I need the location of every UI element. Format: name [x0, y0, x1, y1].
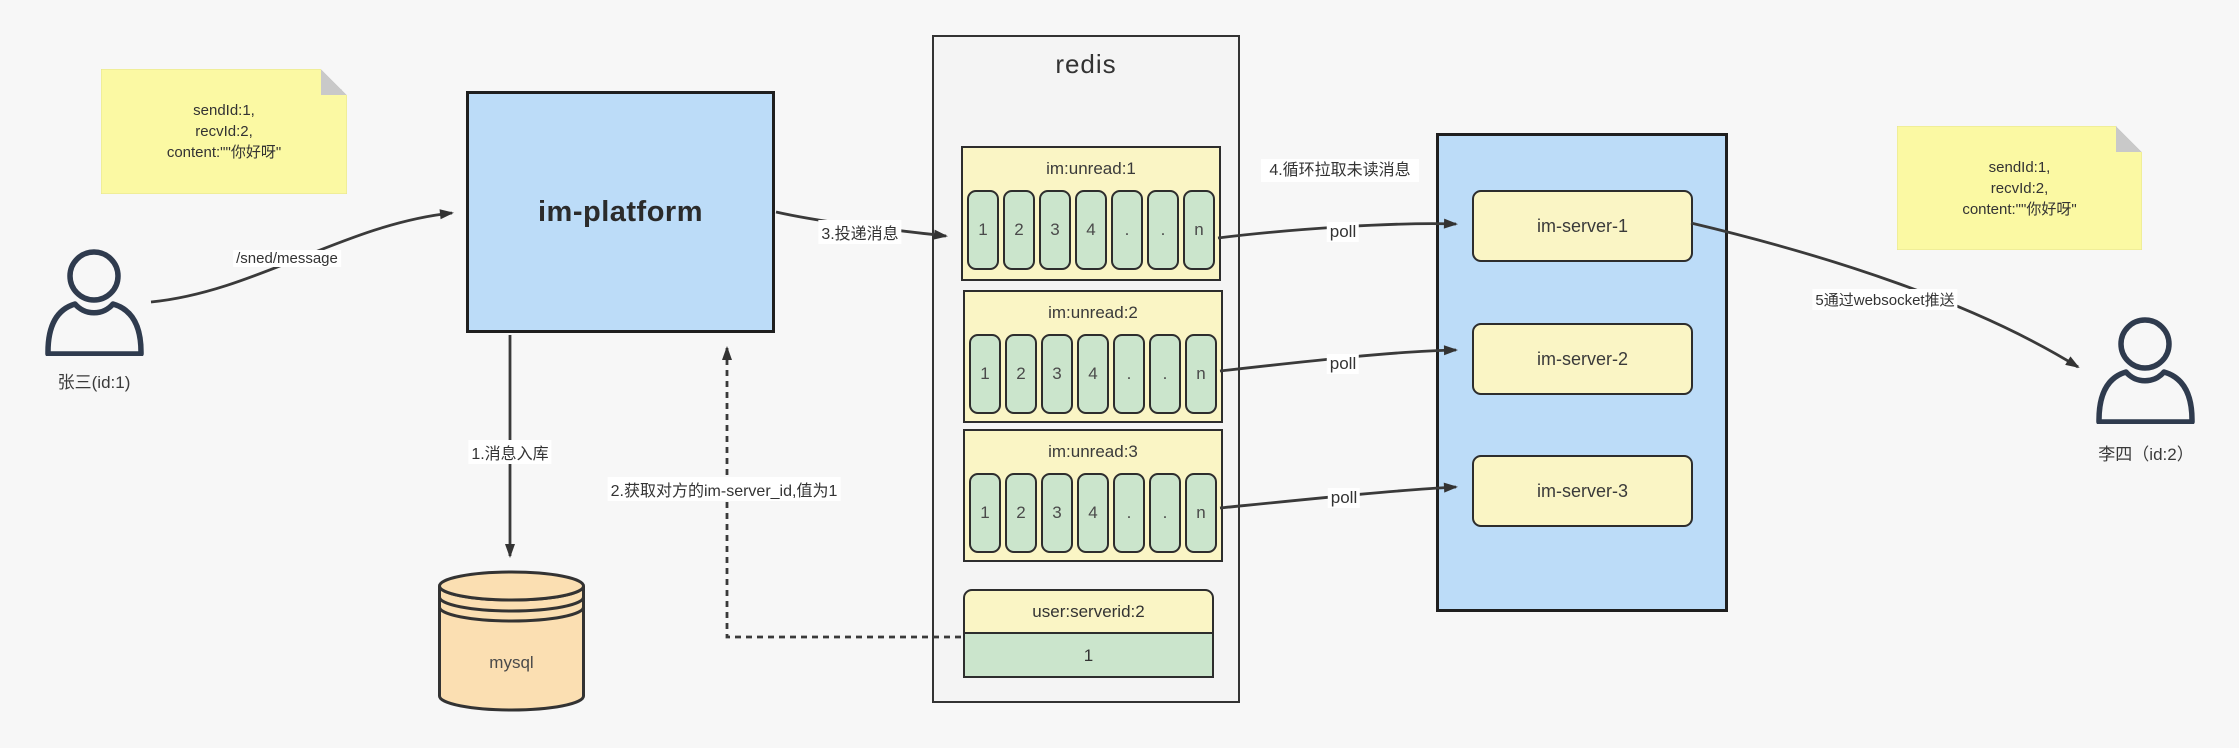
- redis-container: redis im:unread:1 1 2 3 4 . . n im:unrea…: [932, 35, 1240, 703]
- queue-cell: .: [1147, 190, 1179, 270]
- mysql-label: mysql: [489, 653, 534, 672]
- queue-cells: 1 2 3 4 . . n: [965, 473, 1221, 553]
- queue-name: im:unread:3: [1048, 442, 1138, 461]
- im-platform-node: im-platform: [466, 91, 775, 333]
- queue-cell: 4: [1075, 190, 1107, 270]
- queue-cells: 1 2 3 4 . . n: [965, 334, 1221, 414]
- unread-queue-2: im:unread:2 1 2 3 4 . . n: [963, 290, 1223, 423]
- im-platform-label: im-platform: [538, 195, 703, 228]
- im-server-3-node: im-server-3: [1472, 455, 1693, 527]
- im-server-label: im-server-2: [1536, 348, 1628, 369]
- queue-cell: 2: [1003, 190, 1035, 270]
- queue-cell: 3: [1039, 190, 1071, 270]
- message-note-right: sendId:1, recvId:2, content:""你好呀": [1897, 126, 2142, 250]
- sender-label: 张三(id:1): [57, 373, 131, 392]
- im-server-label: im-server-1: [1536, 215, 1628, 236]
- queue-cell: 3: [1041, 473, 1073, 553]
- redis-title: redis: [1055, 49, 1117, 79]
- queue-name: im:unread:1: [1046, 159, 1136, 178]
- unread-queue-1: im:unread:1 1 2 3 4 . . n: [961, 146, 1221, 281]
- note-line: sendId:1,: [193, 102, 255, 119]
- queue-cell: 1: [969, 473, 1001, 553]
- queue-cell: 3: [1041, 334, 1073, 414]
- note-line: content:""你好呀": [166, 144, 282, 161]
- kv-value: 1: [963, 631, 1214, 678]
- queue-cell: .: [1113, 473, 1145, 553]
- queue-cells: 1 2 3 4 . . n: [963, 190, 1219, 270]
- note-fold-icon: [2116, 126, 2142, 152]
- queue-name: im:unread:2: [1048, 303, 1138, 322]
- unread-queue-3: im:unread:3 1 2 3 4 . . n: [963, 429, 1223, 562]
- note-line: recvId:2,: [195, 123, 253, 140]
- step1-label: 1.消息入库: [468, 440, 552, 464]
- queue-cell: .: [1149, 473, 1181, 553]
- queue-cell: 2: [1005, 473, 1037, 553]
- user-serverid-entry: user:serverid:2 1: [963, 589, 1214, 678]
- queue-cell: .: [1113, 334, 1145, 414]
- queue-cell: 1: [969, 334, 1001, 414]
- step5-label: 5通过websocket推送: [1812, 289, 1958, 310]
- queue-cell: 2: [1005, 334, 1037, 414]
- im-server-cluster: im-server-1 im-server-2 im-server-3: [1436, 133, 1728, 612]
- queue-cell: 1: [967, 190, 999, 270]
- poll-label-3: poll: [1327, 488, 1361, 508]
- queue-cell: n: [1185, 334, 1217, 414]
- note-line: content:""你好呀": [1962, 200, 2077, 218]
- poll-label-2: poll: [1326, 354, 1360, 374]
- queue-cell: n: [1183, 190, 1215, 270]
- kv-key: user:serverid:2: [963, 589, 1214, 634]
- mysql-database-icon: [438, 570, 585, 712]
- queue-cell: n: [1185, 473, 1217, 553]
- user-icon: [2096, 317, 2195, 424]
- queue-cell: 4: [1077, 473, 1109, 553]
- user-icon: [45, 249, 144, 356]
- step2-label: 2.获取对方的im-server_id,值为1: [607, 477, 841, 501]
- note-line: sendId:1,: [1988, 158, 2051, 176]
- im-server-1-node: im-server-1: [1472, 190, 1693, 262]
- queue-cell: .: [1111, 190, 1143, 270]
- send-endpoint-label: /sned/message: [233, 250, 341, 267]
- queue-cell: .: [1149, 334, 1181, 414]
- step3-label: 3.投递消息: [818, 220, 902, 244]
- im-server-2-node: im-server-2: [1472, 323, 1693, 395]
- step4-label: 4.循环拉取未读消息: [1261, 159, 1419, 182]
- im-server-label: im-server-3: [1536, 480, 1628, 501]
- queue-cell: 4: [1077, 334, 1109, 414]
- note-fold-icon: [321, 69, 347, 95]
- message-note-left: sendId:1, recvId:2, content:""你好呀": [101, 69, 347, 194]
- receiver-label: 李四（id:2）: [2098, 445, 2194, 464]
- note-line: recvId:2,: [1990, 179, 2049, 197]
- poll-label-1: poll: [1326, 222, 1360, 242]
